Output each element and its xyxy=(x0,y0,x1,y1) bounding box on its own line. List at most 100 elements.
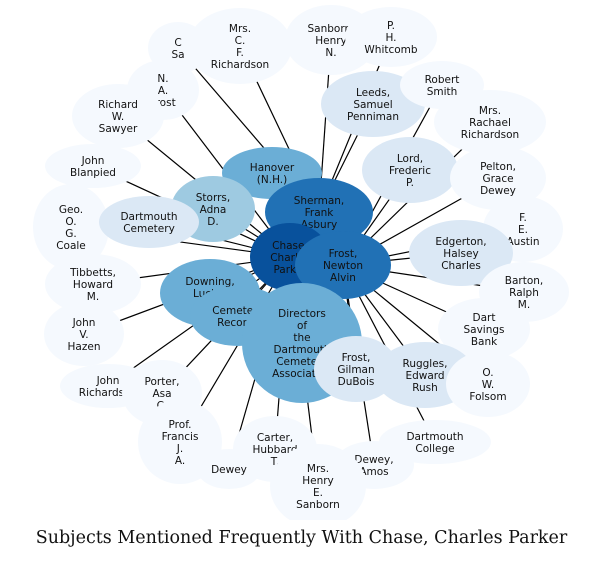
node-folsom[interactable]: O.W.Folsom xyxy=(446,351,530,417)
node-label-line: College xyxy=(415,443,454,455)
node-label-line: M. xyxy=(87,291,99,303)
node-richardson_c[interactable]: Mrs.C.F.Richardson xyxy=(188,8,292,84)
node-bubble-edgerton xyxy=(409,220,513,286)
node-label-line: Richardson xyxy=(461,129,519,141)
node-label-line: Mrs. xyxy=(307,463,329,475)
graph-title: Subjects Mentioned Frequently With Chase… xyxy=(35,528,568,548)
node-label-line: Frederic xyxy=(389,165,431,177)
node-dewey[interactable]: Dewey xyxy=(197,449,261,489)
node-label-line: Howard xyxy=(73,279,113,291)
node-label-line: W. xyxy=(482,379,495,391)
node-label-line: Leeds, xyxy=(356,87,390,99)
node-label-line: Dartmouth xyxy=(120,211,177,223)
node-label-line: O. xyxy=(65,216,76,228)
node-label-line: V. xyxy=(79,329,88,341)
node-label-line: Rachael xyxy=(469,117,511,129)
node-label-line: Ruggles, xyxy=(403,358,448,370)
node-bubble-dewey xyxy=(197,449,261,489)
node-label-line: Folsom xyxy=(469,391,506,403)
node-label-line: Smith xyxy=(427,86,458,98)
node-whitcomb[interactable]: P.H.Whitcomb xyxy=(345,7,437,67)
node-label-line: of xyxy=(297,320,307,332)
node-label-line: T. xyxy=(270,456,280,468)
node-label-line: Chase, xyxy=(272,240,308,252)
node-label-line: Sawyer xyxy=(99,123,138,135)
node-label-line: Tibbetts, xyxy=(69,267,116,279)
node-label-line: Frank xyxy=(305,207,335,219)
nodes-layer: CSaMrs.C.F.RichardsonSanborn,HenryN.P.H.… xyxy=(33,5,569,520)
node-bubble-gilman xyxy=(314,336,398,402)
node-bubble-pelton xyxy=(450,146,546,210)
node-label-line: John xyxy=(96,375,120,387)
node-label-line: Mrs. xyxy=(229,23,251,35)
node-label-line: Directors xyxy=(278,308,326,320)
node-bubble-tibbetts xyxy=(45,254,141,314)
node-label-line: Sanborn xyxy=(296,499,340,511)
node-label-line: N. xyxy=(325,47,336,59)
node-label-line: Samuel xyxy=(353,99,392,111)
node-label-line: O. xyxy=(482,367,493,379)
node-label-line: F. xyxy=(519,212,527,224)
node-bubble-folsom xyxy=(446,351,530,417)
node-bubble-blanpied xyxy=(45,144,141,188)
node-label-line: Downing, xyxy=(185,276,234,288)
node-label-line: the xyxy=(293,332,310,344)
node-label-line: Hanover xyxy=(250,162,295,174)
node-label-line: Ralph xyxy=(509,287,539,299)
node-label-line: N. xyxy=(157,73,168,85)
node-label-line: Henry xyxy=(315,35,347,47)
node-bubble-lord xyxy=(362,137,458,203)
node-label-line: G. xyxy=(65,228,76,240)
node-label-line: Richard xyxy=(98,99,138,111)
node-bubble-rachael xyxy=(434,90,546,154)
node-label-line: John xyxy=(72,317,96,329)
node-label-line: Dart xyxy=(473,312,496,324)
node-label-line: Sa xyxy=(171,49,184,61)
node-label-line: H. xyxy=(385,32,396,44)
node-bubble-hazen xyxy=(44,302,124,366)
node-label-line: Asa xyxy=(152,388,171,400)
node-label-line: Sherman, xyxy=(294,195,345,207)
node-label-line: Rush xyxy=(412,382,438,394)
node-label-line: Barton, xyxy=(505,275,544,287)
node-label-line: Blanpied xyxy=(70,167,116,179)
node-label-line: E. xyxy=(518,224,528,236)
node-label-line: Porter, xyxy=(145,376,180,388)
node-label-line: P. xyxy=(406,177,414,189)
node-label-line: (N.H.) xyxy=(257,174,287,186)
node-label-line: A. xyxy=(158,85,168,97)
node-label-line: Amos xyxy=(359,466,388,478)
node-label-line: Dartmouth xyxy=(273,344,330,356)
node-label-line: C. xyxy=(235,35,246,47)
node-label-line: M. xyxy=(518,299,530,311)
node-label-line: Robert xyxy=(425,74,460,86)
node-label-line: P. xyxy=(387,20,395,32)
node-label-line: Edgerton, xyxy=(435,236,486,248)
node-label-line: W. xyxy=(112,111,125,123)
node-bubble-whitcomb xyxy=(345,7,437,67)
node-label-line: Richardson xyxy=(211,59,269,71)
node-label-line: E. xyxy=(313,487,323,499)
node-bubble-leeds xyxy=(321,71,425,137)
node-coale[interactable]: Geo.O.G.Coale xyxy=(33,184,109,270)
node-bubble-sawyer xyxy=(72,84,164,148)
node-label-line: Savings xyxy=(463,324,504,336)
node-label-line: Gilman xyxy=(337,364,374,376)
node-label-line: Grace xyxy=(482,173,513,185)
node-label-line: Adna xyxy=(200,204,227,216)
node-label-line: Francis xyxy=(162,431,199,443)
